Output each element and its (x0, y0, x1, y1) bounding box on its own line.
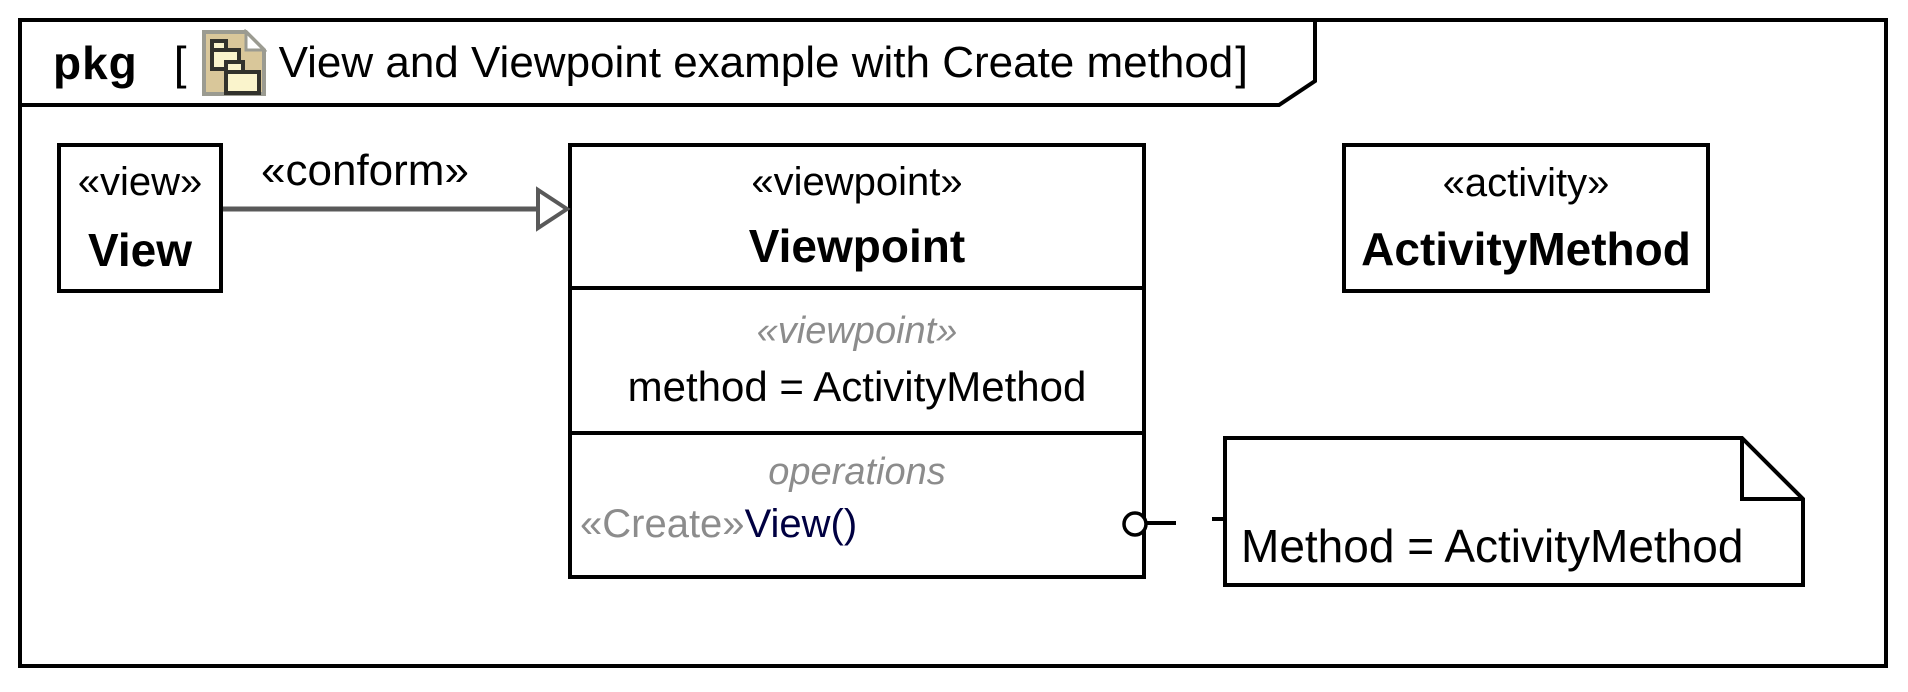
note-text: Method = ActivityMethod (1241, 520, 1744, 572)
activity-stereotype: «activity» (1442, 160, 1610, 205)
frame-header: pkg [ View and Viewpoint example with Cr… (20, 20, 1248, 106)
frame-open-bracket: [ (173, 37, 187, 89)
activity-class-box: «activity» ActivityMethod (1342, 143, 1710, 293)
view-class-box: «view» View (57, 143, 223, 293)
activity-class-name: ActivityMethod (1361, 222, 1691, 275)
operation-stereotype: «Create» (580, 502, 745, 546)
frame-close-bracket: ] (1235, 37, 1249, 89)
frame-keyword: pkg (53, 37, 138, 89)
view-class-name: View (88, 223, 192, 276)
viewpoint-class-name: Viewpoint (748, 220, 966, 272)
conform-label: «conform» (261, 146, 469, 195)
attributes-stereotype: «viewpoint» (756, 310, 958, 352)
viewpoint-header-compartment: «viewpoint» Viewpoint (572, 147, 1142, 290)
viewpoint-class-box: «viewpoint» Viewpoint «viewpoint» method… (568, 143, 1146, 579)
attribute-method: method = ActivityMethod (627, 363, 1087, 410)
viewpoint-operations-compartment: operations «Create»View() (572, 435, 1142, 575)
viewpoint-attributes-compartment: «viewpoint» method = ActivityMethod (572, 290, 1142, 435)
create-operation: «Create»View() (572, 502, 1142, 547)
viewpoint-stereotype: «viewpoint» (751, 160, 963, 204)
operations-label: operations (768, 451, 946, 493)
view-stereotype: «view» (77, 159, 203, 204)
frame-title: View and Viewpoint example with Create m… (278, 38, 1234, 87)
operation-name: View() (744, 502, 858, 546)
package-diagram-icon (201, 29, 267, 96)
